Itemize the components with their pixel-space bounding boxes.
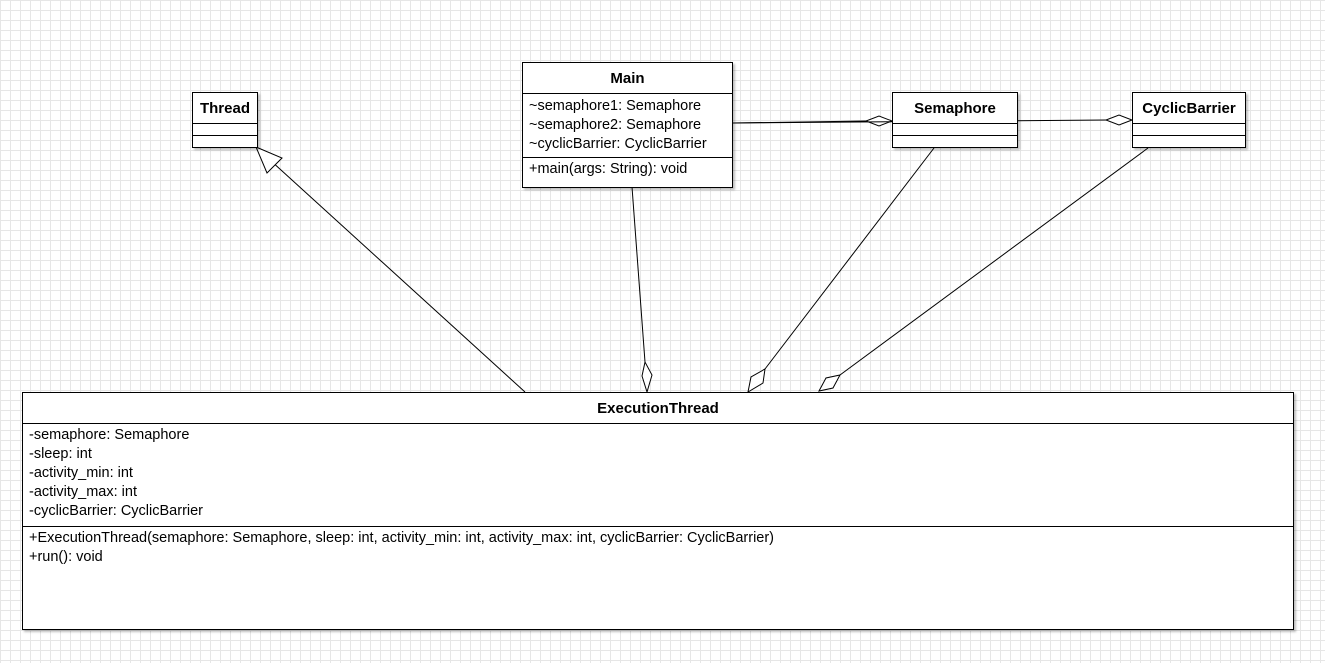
aggregation-cyclicbarrier-executionthread[interactable] — [818, 147, 1149, 392]
attribute-line: -activity_min: int — [29, 465, 133, 481]
attribute-line: ~semaphore1: Semaphore — [529, 98, 702, 114]
class-executionthread-operations: +ExecutionThread(semaphore: Semaphore, s… — [23, 527, 1293, 629]
attribute-line: -activity_max: int — [29, 484, 137, 500]
class-main-attributes: ~semaphore1: Semaphore ~semaphore2: Sema… — [523, 94, 732, 158]
class-executionthread-attributes: -semaphore: Semaphore -sleep: int -activ… — [23, 424, 1293, 527]
class-semaphore-operations — [893, 136, 1017, 147]
attribute-line: ~cyclicBarrier: CyclicBarrier — [529, 136, 707, 152]
operation-line: +ExecutionThread(semaphore: Semaphore, s… — [29, 530, 775, 546]
operation-line: +run(): void — [29, 549, 103, 565]
attribute-line: -semaphore: Semaphore — [29, 427, 190, 443]
attribute-line: ~semaphore2: Semaphore — [529, 117, 702, 133]
class-main-name: Main — [523, 63, 732, 94]
class-semaphore-name: Semaphore — [893, 93, 1017, 124]
class-thread[interactable]: Thread — [192, 92, 258, 148]
class-cyclicbarrier-attributes — [1133, 124, 1245, 136]
class-executionthread-name: ExecutionThread — [23, 393, 1293, 424]
class-cyclicbarrier-name: CyclicBarrier — [1133, 93, 1245, 124]
operation-line: +main(args: String): void — [529, 161, 688, 177]
class-semaphore-attributes — [893, 124, 1017, 136]
class-main[interactable]: Main ~semaphore1: Semaphore ~semaphore2:… — [522, 62, 733, 188]
generalization-executionthread-thread[interactable] — [255, 146, 526, 393]
class-cyclicbarrier-operations — [1133, 136, 1245, 147]
class-thread-attributes — [193, 124, 257, 136]
class-main-operations: +main(args: String): void — [523, 158, 732, 187]
class-thread-name: Thread — [193, 93, 257, 124]
class-thread-operations — [193, 136, 257, 147]
attribute-line: -cyclicBarrier: CyclicBarrier — [29, 503, 204, 519]
aggregation-main-semaphore[interactable] — [732, 115, 894, 127]
class-executionthread[interactable]: ExecutionThread -semaphore: Semaphore -s… — [22, 392, 1294, 630]
aggregation-main-executionthread[interactable] — [631, 186, 653, 394]
class-semaphore[interactable]: Semaphore — [892, 92, 1018, 148]
attribute-line: -sleep: int — [29, 446, 92, 462]
class-cyclicbarrier[interactable]: CyclicBarrier — [1132, 92, 1246, 148]
aggregation-semaphore-executionthread[interactable] — [747, 147, 935, 394]
